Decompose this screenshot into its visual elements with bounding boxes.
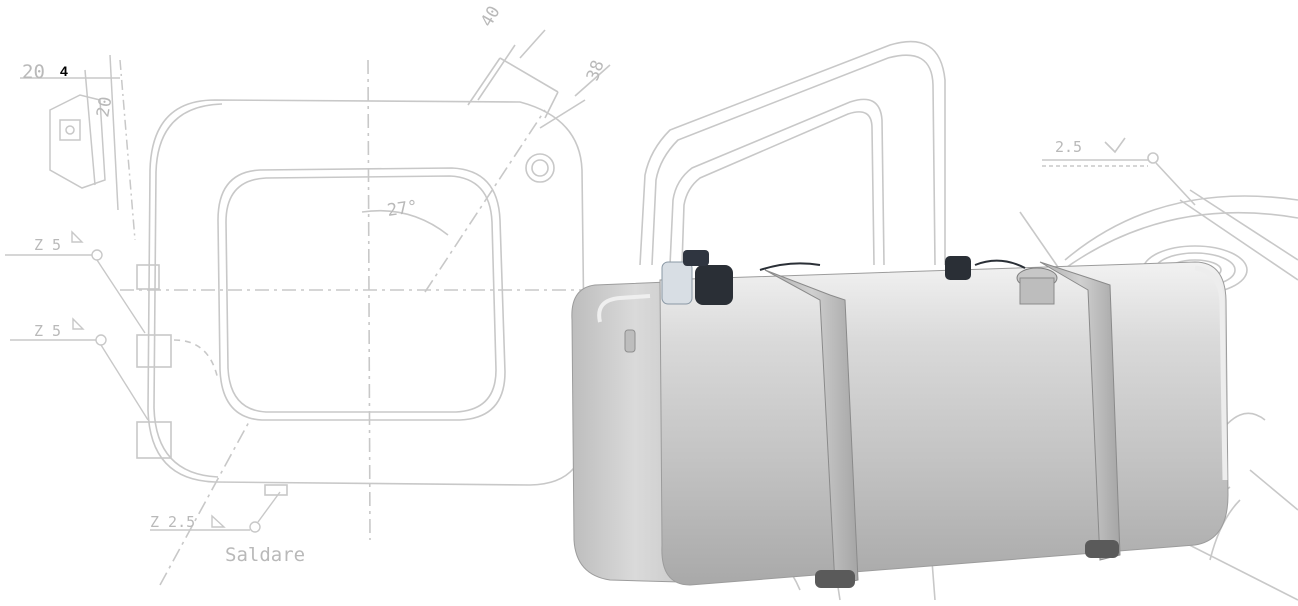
right-detail-outline bbox=[1019, 137, 1298, 601]
weld-left-upper: Z 5 bbox=[34, 236, 61, 254]
dim-20-top: 20 bbox=[22, 61, 45, 83]
detail-part bbox=[20, 54, 136, 241]
weld-callouts bbox=[5, 230, 281, 533]
weld-right: 2.5 bbox=[1055, 138, 1082, 156]
fuel-tank bbox=[571, 250, 1229, 588]
angle-27: 27° bbox=[386, 197, 419, 221]
weld-left-lower: Z 5 bbox=[34, 322, 61, 340]
dim-38: 38 bbox=[583, 58, 609, 84]
dim-20-side: 20 bbox=[93, 95, 116, 119]
note-saldare: Saldare bbox=[225, 544, 305, 566]
marker-4: 4 bbox=[60, 63, 68, 79]
front-view-outline bbox=[120, 29, 640, 586]
weld-bottom: Z 2.5 bbox=[150, 513, 195, 531]
dim-40: 40 bbox=[477, 3, 505, 31]
